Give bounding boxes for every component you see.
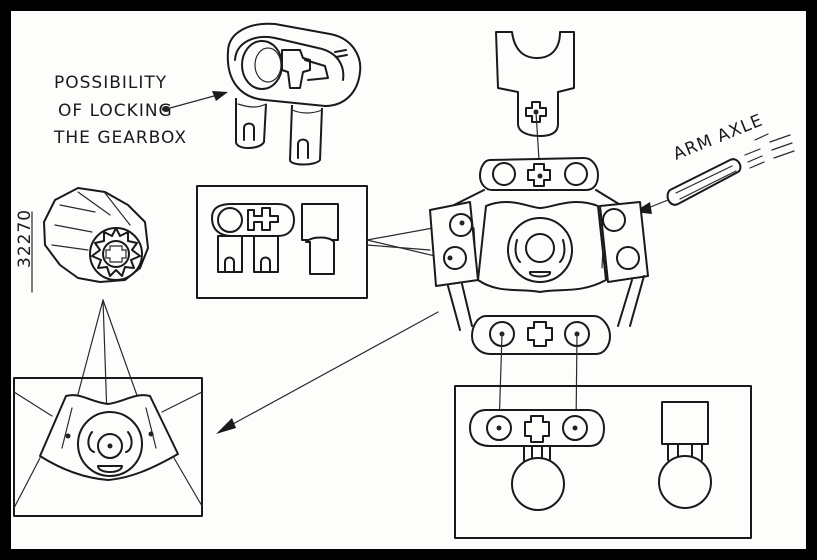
top-beam — [479, 157, 599, 191]
arm-axle-part — [666, 158, 742, 206]
arrowhead-icon — [212, 91, 228, 101]
detail-arrowhead-icon — [216, 418, 236, 434]
gear-32270: 32270 — [15, 187, 149, 293]
connector-detail-box — [196, 185, 456, 299]
gearbox-assembly — [216, 189, 649, 434]
plate-detail-box — [13, 377, 203, 517]
connector-3d — [226, 22, 362, 166]
arm-axle-label: ARM AXLE — [670, 110, 766, 164]
beam-detail-box — [454, 385, 752, 539]
top-clip — [495, 31, 575, 177]
locking-note-line-2: OF LOCKING — [58, 101, 173, 121]
locking-note-line-1: POSSIBILITY — [54, 73, 167, 93]
locking-note: POSSIBILITY OF LOCKING THE GEARBOX — [53, 73, 228, 148]
arm-axle-callout: ARM AXLE — [634, 110, 795, 214]
locking-note-line-3: THE GEARBOX — [53, 128, 187, 148]
gear-part-number: 32270 — [15, 209, 35, 268]
locking-note-bullet — [162, 106, 170, 112]
